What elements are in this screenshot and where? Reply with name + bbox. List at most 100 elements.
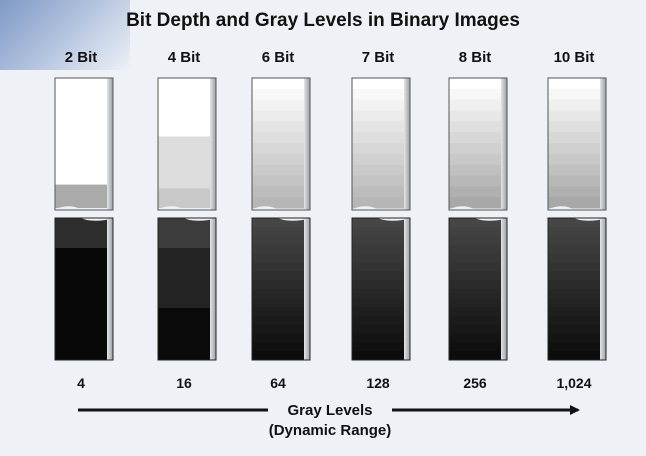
gray-band <box>252 164 304 176</box>
column-side-face <box>501 218 507 360</box>
axis-label-dynamic-range: (Dynamic Range) <box>269 422 392 439</box>
gray-band <box>449 271 501 281</box>
gray-band <box>252 132 304 144</box>
bit-depth-label: 10 Bit <box>554 49 595 66</box>
column-outline <box>448 77 508 211</box>
gray-band <box>449 78 501 90</box>
gray-band <box>252 235 304 246</box>
gray-band <box>449 99 501 111</box>
gray-band <box>252 289 304 299</box>
column-6: 10 Bit 1,024 <box>546 49 608 391</box>
gray-band <box>158 308 210 360</box>
column-side-face <box>600 218 606 360</box>
gray-band <box>352 132 404 144</box>
gray-band <box>449 132 501 144</box>
gray-band <box>449 121 501 133</box>
gray-band <box>55 78 107 185</box>
gray-band <box>548 78 600 90</box>
gray-band <box>449 351 501 361</box>
gray-band <box>449 342 501 352</box>
gray-band <box>548 253 600 263</box>
gray-band <box>252 342 304 352</box>
gray-band <box>55 218 107 248</box>
column-side-face <box>404 218 410 360</box>
gray-band <box>252 315 304 325</box>
column-side-face <box>404 78 410 210</box>
gray-band <box>449 253 501 263</box>
gray-band <box>55 248 107 360</box>
gray-band <box>252 78 304 90</box>
diagram-title: Bit Depth and Gray Levels in Binary Imag… <box>126 10 520 31</box>
gray-band <box>449 289 501 299</box>
column-outline <box>547 217 607 361</box>
gray-band <box>548 226 600 237</box>
gray-band <box>352 175 404 187</box>
column-outline <box>251 77 311 211</box>
gray-band <box>548 333 600 343</box>
bit-depth-label: 2 Bit <box>65 49 98 66</box>
gray-band <box>352 289 404 299</box>
column-outline <box>251 217 311 361</box>
column-side-face <box>304 78 310 210</box>
gray-band <box>252 218 304 228</box>
gray-band <box>548 306 600 317</box>
column-outline <box>157 77 217 211</box>
gray-band <box>252 99 304 111</box>
gray-band <box>548 143 600 155</box>
gray-band <box>352 262 404 272</box>
gray-band <box>352 306 404 317</box>
gray-band <box>449 297 501 308</box>
gray-band <box>252 153 304 166</box>
gray-band <box>352 164 404 176</box>
gray-band <box>252 186 304 198</box>
gray-levels-label: 256 <box>463 375 487 391</box>
gray-band <box>352 218 404 228</box>
gray-band <box>548 153 600 166</box>
gray-band <box>352 342 404 352</box>
column-side-face <box>304 218 310 360</box>
gray-band <box>449 315 501 325</box>
bit-depth-label: 6 Bit <box>262 49 295 66</box>
gray-band <box>252 253 304 263</box>
gray-band <box>548 271 600 281</box>
gray-levels-label: 4 <box>77 375 85 391</box>
gray-band <box>158 218 210 248</box>
gray-levels-label: 1,024 <box>556 375 591 391</box>
gray-band <box>352 110 404 122</box>
gray-band <box>158 78 210 137</box>
gray-band <box>449 186 501 198</box>
gray-band <box>548 262 600 272</box>
gray-band <box>449 226 501 237</box>
gray-band <box>548 99 600 111</box>
column-outline <box>547 77 607 211</box>
gray-band <box>352 197 404 209</box>
gray-band <box>352 280 404 290</box>
gray-band <box>252 197 304 209</box>
column-outline <box>351 77 411 211</box>
column-outline <box>448 217 508 361</box>
gray-band <box>252 351 304 361</box>
column-outline <box>351 217 411 361</box>
column-outline <box>54 217 114 361</box>
gray-band <box>449 175 501 187</box>
column-1: 2 Bit 4 <box>53 49 115 391</box>
gray-band <box>252 110 304 122</box>
gray-band <box>449 280 501 290</box>
gray-levels-label: 64 <box>270 375 286 391</box>
gray-band <box>352 324 404 334</box>
gray-band <box>449 143 501 155</box>
gray-band <box>352 153 404 166</box>
gray-band <box>352 88 404 101</box>
gray-band <box>548 164 600 176</box>
gray-band <box>449 324 501 334</box>
bit-depth-label: 4 Bit <box>168 49 201 66</box>
gray-band <box>548 244 600 254</box>
gray-band <box>352 143 404 155</box>
gray-band <box>548 110 600 122</box>
column-side-face <box>107 218 113 360</box>
column-outline <box>54 77 114 211</box>
